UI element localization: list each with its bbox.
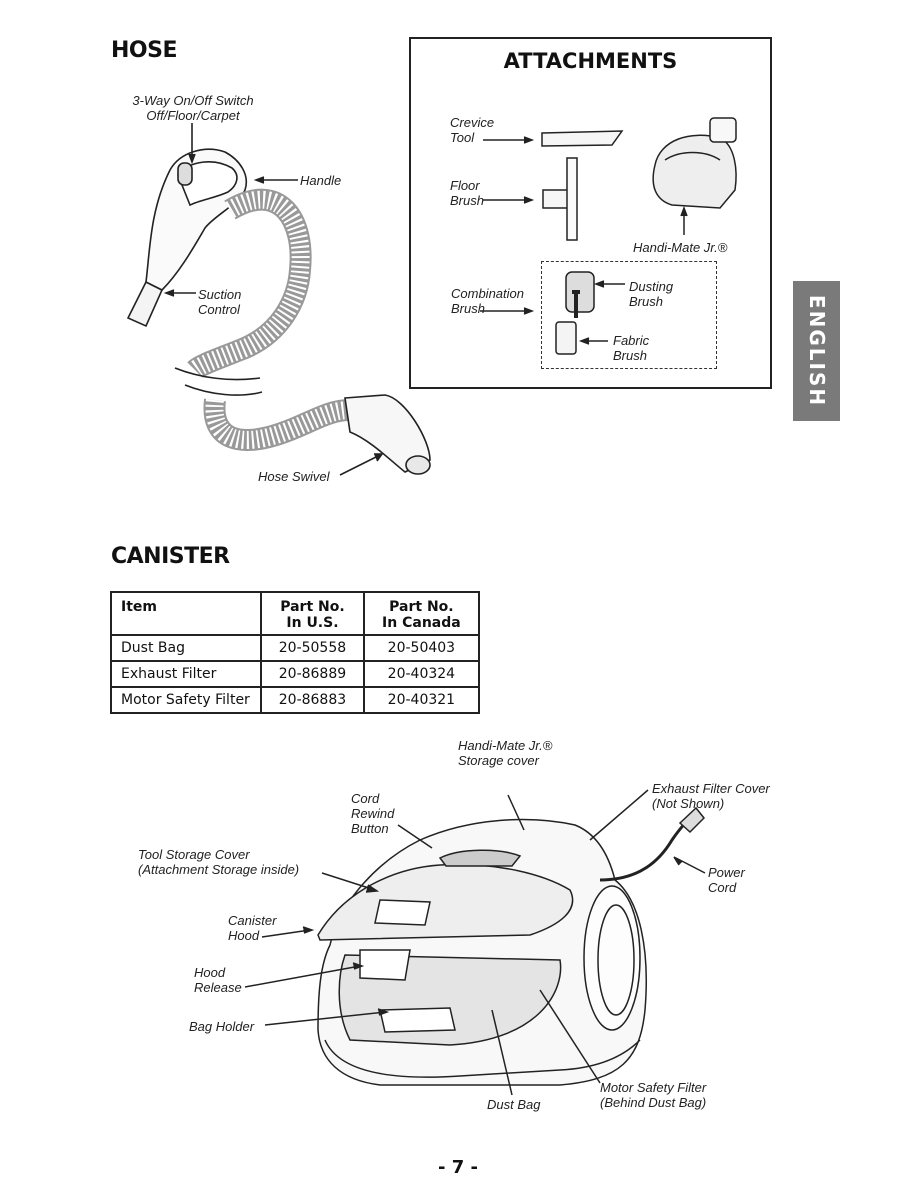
exhaust-filter-cover-label: Exhaust Filter Cover (Not Shown) [652, 781, 770, 811]
parts-table: Item Part No. In U.S. Part No. In Canada… [109, 591, 481, 714]
row-us: 20-86889 [260, 660, 365, 688]
exhaust-line2: (Not Shown) [652, 796, 725, 811]
row-us: 20-86883 [260, 686, 365, 714]
table-row: Dust Bag 20-50558 20-50403 [109, 634, 481, 662]
row-us: 20-50558 [260, 634, 365, 662]
hose-heading: HOSE [111, 38, 178, 63]
crevice-tool-icon [541, 130, 624, 147]
header-part-us-line2: In U.S. [286, 615, 339, 631]
hood-release-line2: Release [194, 980, 242, 995]
header-item: Item [109, 591, 263, 636]
handimate-storage-line1: Handi-Mate Jr.® [458, 738, 553, 753]
tool-storage-label: Tool Storage Cover (Attachment Storage i… [138, 847, 299, 877]
switch-label: 3-Way On/Off Switch Off/Floor/Carpet [118, 93, 268, 123]
combination-label-line1: Combination [451, 286, 524, 301]
power-cord-line1: Power [708, 865, 745, 880]
table-row: Exhaust Filter 20-86889 20-40324 [109, 660, 481, 688]
handle-label: Handle [300, 173, 342, 188]
exhaust-line1: Exhaust Filter Cover [652, 781, 770, 796]
row-item: Motor Safety Filter [109, 686, 263, 714]
hood-release-label: Hood Release [194, 965, 242, 995]
row-item: Exhaust Filter [109, 660, 263, 688]
fabric-label-line2: Brush [613, 348, 647, 363]
handimate-icon [652, 134, 737, 209]
floor-label-line1: Floor [450, 178, 480, 193]
canister-hood-label: Canister Hood [228, 913, 276, 943]
tool-storage-line1: Tool Storage Cover [138, 847, 250, 862]
fabric-brush-label: Fabric Brush [613, 333, 649, 363]
table-row: Motor Safety Filter 20-86883 20-40321 [109, 686, 481, 714]
handimate-storage-line2: Storage cover [458, 753, 539, 768]
hood-release-line1: Hood [194, 965, 226, 980]
dusting-label-line2: Brush [629, 294, 663, 309]
row-item: Dust Bag [109, 634, 263, 662]
crevice-label-line2: Tool [450, 130, 475, 145]
row-canada: 20-40324 [362, 660, 481, 688]
cord-rewind-label: Cord Rewind Button [351, 791, 394, 836]
cord-rewind-line2: Rewind [351, 806, 395, 821]
dust-bag-label: Dust Bag [487, 1097, 541, 1112]
canister-hood-line2: Hood [228, 928, 260, 943]
header-part-canada-line2: In Canada [382, 615, 461, 631]
handimate-label: Handi-Mate Jr.® [633, 240, 728, 255]
row-canada: 20-40321 [362, 686, 481, 714]
suction-label-line1: Suction [198, 287, 242, 302]
suction-control-label: Suction Control [198, 287, 241, 317]
handimate-storage-label: Handi-Mate Jr.® Storage cover [458, 738, 552, 768]
combination-brush-group [541, 261, 717, 369]
header-part-canada-line1: Part No. [389, 599, 454, 615]
combination-label-line2: Brush [451, 301, 485, 316]
cord-rewind-line1: Cord [351, 791, 380, 806]
table-header-row: Item Part No. In U.S. Part No. In Canada [109, 591, 481, 636]
tool-storage-line2: (Attachment Storage inside) [138, 862, 300, 877]
header-part-canada: Part No. In Canada [362, 591, 481, 636]
combination-brush-label: Combination Brush [451, 286, 524, 316]
language-tab: ENGLISH [793, 281, 840, 421]
fabric-label-line1: Fabric [613, 333, 650, 348]
floor-brush-label: Floor Brush [450, 178, 484, 208]
fabric-brush-icon [555, 321, 577, 355]
attachments-panel: ATTACHMENTS [409, 37, 772, 389]
suction-label-line2: Control [198, 302, 240, 317]
header-part-us-line1: Part No. [280, 599, 345, 615]
cord-rewind-line3: Button [351, 821, 389, 836]
crevice-label-line1: Crevice [450, 115, 495, 130]
floor-label-line2: Brush [450, 193, 484, 208]
bag-holder-label: Bag Holder [189, 1019, 255, 1034]
motor-line2: (Behind Dust Bag) [600, 1095, 707, 1110]
switch-label-line2: Off/Floor/Carpet [146, 108, 240, 123]
header-part-us: Part No. In U.S. [260, 591, 365, 636]
row-canada: 20-50403 [362, 634, 481, 662]
motor-safety-filter-label: Motor Safety Filter (Behind Dust Bag) [600, 1080, 706, 1110]
switch-label-line1: 3-Way On/Off Switch [132, 93, 254, 108]
dusting-label-line1: Dusting [629, 279, 674, 294]
page-number: - 7 - [438, 1157, 478, 1178]
hose-swivel-label: Hose Swivel [258, 469, 330, 484]
power-cord-label: Power Cord [708, 865, 745, 895]
canister-hood-line1: Canister [228, 913, 277, 928]
power-cord-line2: Cord [708, 880, 737, 895]
motor-line1: Motor Safety Filter [600, 1080, 707, 1095]
attachments-heading: ATTACHMENTS [503, 49, 678, 73]
crevice-tool-label: Crevice Tool [450, 115, 494, 145]
canister-heading: CANISTER [111, 544, 230, 569]
dusting-brush-label: Dusting Brush [629, 279, 673, 309]
switch-icon [177, 162, 193, 186]
